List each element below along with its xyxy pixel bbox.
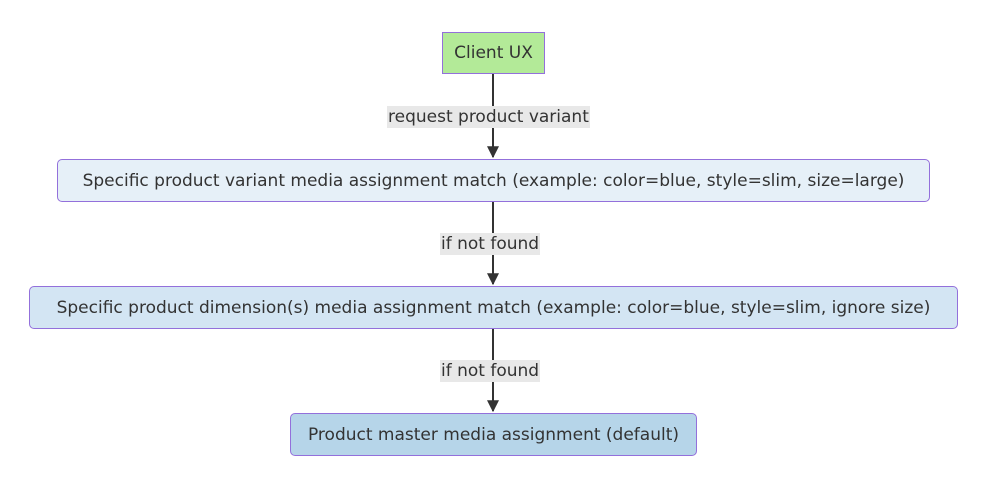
variant-match-label: Specific product variant media assignmen… bbox=[82, 170, 905, 191]
client-ux-node: Client UX bbox=[442, 32, 545, 74]
variant-match-node: Specific product variant media assignmen… bbox=[57, 159, 930, 202]
dimension-match-label: Specific product dimension(s) media assi… bbox=[56, 297, 931, 318]
edge-label-request: request product variant bbox=[387, 106, 590, 128]
edge-label-not-found-2: if not found bbox=[440, 360, 541, 382]
edge-label-not-found-1: if not found bbox=[440, 233, 541, 255]
client-ux-label: Client UX bbox=[454, 43, 533, 63]
master-default-label: Product master media assignment (default… bbox=[307, 424, 680, 445]
dimension-match-node: Specific product dimension(s) media assi… bbox=[29, 286, 958, 329]
master-default-node: Product master media assignment (default… bbox=[290, 413, 697, 456]
